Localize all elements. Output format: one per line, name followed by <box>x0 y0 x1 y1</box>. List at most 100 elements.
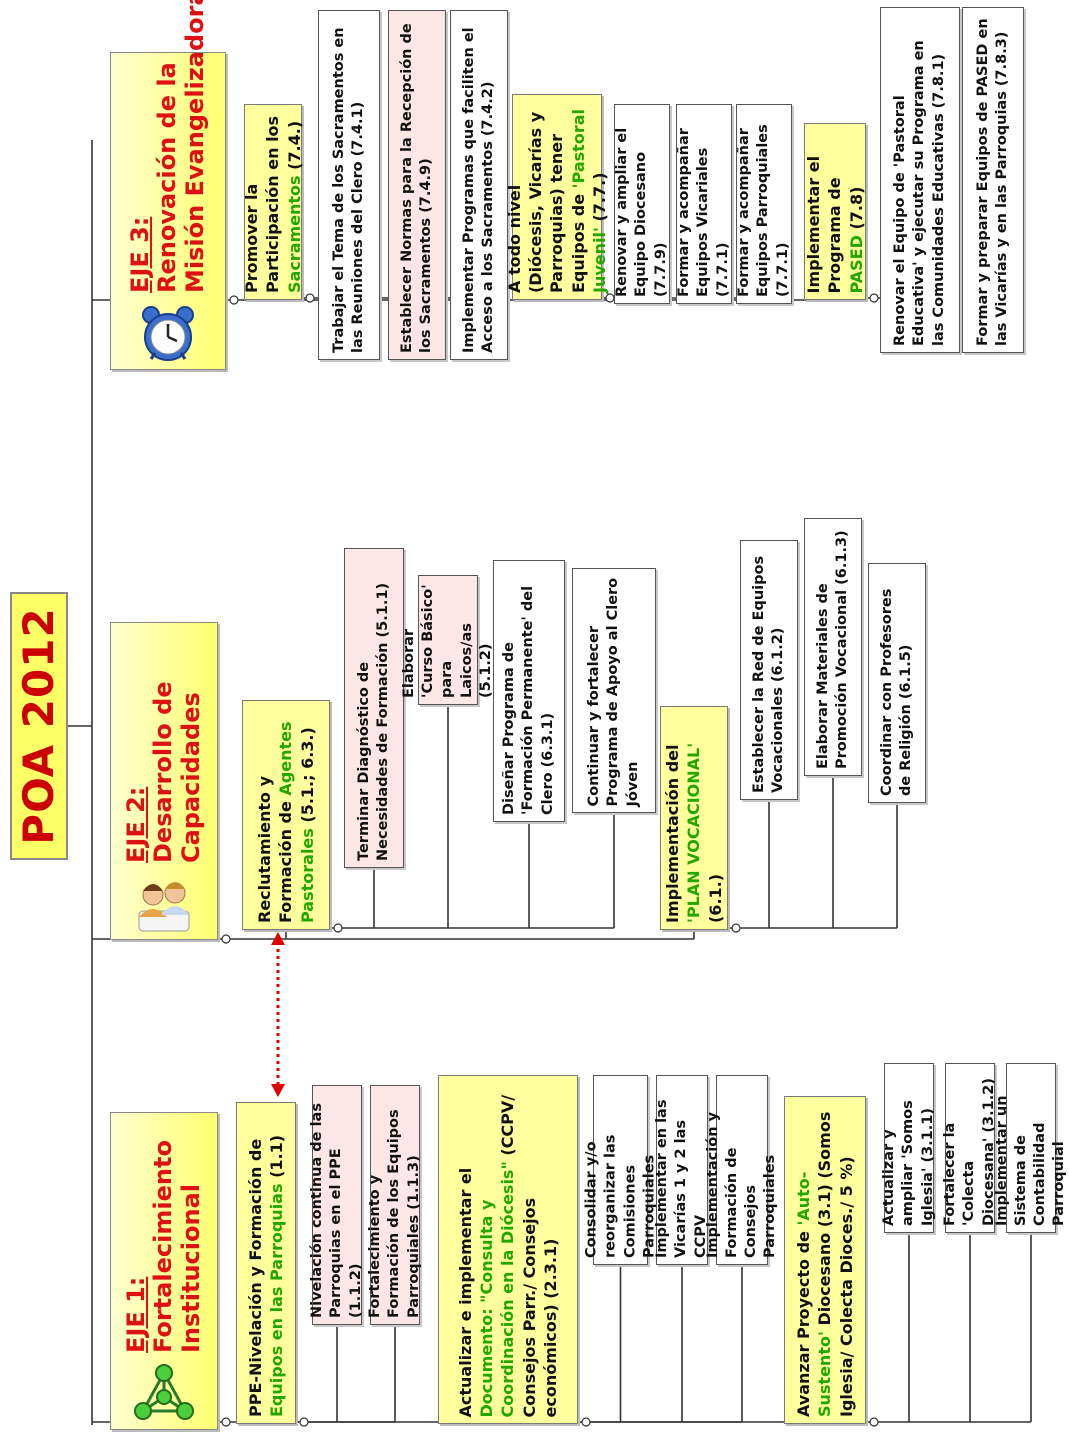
objective-highlight-text: PASED <box>846 234 866 293</box>
action-box[interactable]: Renovar y ampliar el Equipo Diocesano (7… <box>614 104 670 304</box>
action-box[interactable]: Renovar el Equipo de 'Pastoral Educativa… <box>880 7 960 353</box>
action-box[interactable]: Fortalecer la 'Colecta Diocesana' (3.1.2… <box>942 1063 997 1233</box>
eje-name-line: Renovación de la <box>153 62 182 293</box>
action-box[interactable]: Fortalecimiento y Formación de los Equip… <box>367 1085 422 1325</box>
action-text: Elaborar 'Curso Básico' para Laicos/as (… <box>401 584 494 698</box>
action-box[interactable]: Coordinar con Profesores de Religión (6.… <box>868 563 926 803</box>
collapse-knob-icon[interactable] <box>581 1417 591 1427</box>
objective-highlight-text: 'PLAN VOCACIONAL' <box>684 742 704 923</box>
collapse-knob-icon[interactable] <box>333 923 343 933</box>
arrowhead-icon <box>271 1084 285 1097</box>
collapse-knob-icon[interactable] <box>229 295 239 305</box>
objective-text: Actualizar e implementar el <box>456 1167 476 1417</box>
objective-highlight-text: Sacramentos <box>284 175 304 293</box>
action-box[interactable]: Implementar en las Vicarías 1 y 2 las CC… <box>654 1075 709 1265</box>
objective-highlight-text: Equipos en las Parroquias <box>267 1183 286 1418</box>
objective-box[interactable]: Implementación del 'PLAN VOCACIONAL' (6.… <box>660 706 728 930</box>
objective-text: (7.4.) <box>284 120 304 176</box>
action-text: Implementación y Formación de Consejos P… <box>704 1111 779 1258</box>
action-box[interactable]: Terminar Diagnóstico de Necesidades de F… <box>344 548 404 868</box>
action-text: Elaborar Materiales de Promoción Vocacio… <box>814 530 850 769</box>
action-box[interactable]: Nivelación continua de las Parroquias en… <box>309 1085 364 1325</box>
action-text: Coordinar con Profesores de Religión (6.… <box>878 588 914 796</box>
action-text: Establecer Normas para la Recepción de l… <box>398 23 434 353</box>
objective-text: Implementación del <box>663 744 683 923</box>
objective-box[interactable]: PPE-Nivelación y Formación de Equipos en… <box>236 1102 296 1424</box>
objective-box[interactable]: Implementar el Programa de PASED (7.8) <box>804 123 866 300</box>
eje-name-line: Fortalecimiento <box>149 1140 178 1353</box>
objective-text: Promover la Participación en los <box>242 115 283 293</box>
eje-name-line: Desarrollo de <box>149 681 178 863</box>
page-title-text: POA 2012 <box>14 607 64 845</box>
action-text: Formar y acompañar Equipos Parroquiales … <box>736 124 791 297</box>
objective-text: Reclutamiento y Formación de <box>255 775 296 923</box>
action-text: Renovar el Equipo de 'Pastoral Educativa… <box>892 40 947 346</box>
objective-text: PPE-Nivelación y Formación de <box>245 1138 265 1417</box>
eje-label: EJE 1: <box>121 1276 150 1353</box>
objective-text: (7.8) <box>846 186 866 235</box>
action-text: Fortalecimiento y Formación de los Equip… <box>367 1109 422 1318</box>
eje-name-line: Misión Evangelizadora <box>180 0 209 293</box>
action-text: Terminar Diagnóstico de Necesidades de F… <box>355 582 391 861</box>
action-text: Nivelación continua de las Parroquias en… <box>309 1103 364 1318</box>
action-box[interactable]: Consolidar y/o reorganizar las Comisione… <box>583 1075 657 1265</box>
eje-name-line: Institucional <box>176 1183 205 1353</box>
action-box[interactable]: Formar y preparar Equipos de PASED en la… <box>962 7 1024 353</box>
collapse-knob-icon[interactable] <box>305 293 315 303</box>
eje-name-line: Capacidades <box>176 692 205 863</box>
objective-box[interactable]: Actualizar e implementar el Documento: "… <box>438 1075 578 1424</box>
action-box[interactable]: Formar y acompañar Equipos Vicariales (7… <box>676 104 732 304</box>
action-text: Fortalecer la 'Colecta Diocesana' (3.1.2… <box>942 1078 997 1226</box>
action-box[interactable]: Establecer Normas para la Recepción de l… <box>388 10 446 360</box>
arrowhead-icon <box>271 932 285 945</box>
action-text: Formar y preparar Equipos de PASED en la… <box>974 18 1010 346</box>
objective-highlight-text: Documento: "Consulta y Coordinación en l… <box>477 1160 518 1417</box>
collapse-knob-icon[interactable] <box>221 934 231 944</box>
objective-text: (1.1) <box>267 1134 286 1184</box>
objective-text: Implementar el Programa de <box>804 155 845 293</box>
action-text: Renovar y ampliar el Equipo Diocesano (7… <box>614 127 669 297</box>
objective-box[interactable]: Reclutamiento y Formación de Agentes Pas… <box>242 700 330 930</box>
objective-box[interactable]: Promover la Participación en los Sacrame… <box>242 104 304 300</box>
eje-label: EJE 3: <box>125 216 154 293</box>
action-box[interactable]: Diseñar Programa de 'Formación Permanent… <box>493 560 565 822</box>
objective-text: Avanzar Proyecto de <box>794 1225 814 1417</box>
collapse-knob-icon[interactable] <box>731 923 741 933</box>
collapse-knob-icon[interactable] <box>299 1417 309 1427</box>
action-box[interactable]: Continuar y fortalecer Programa de Apoyo… <box>572 568 656 813</box>
action-box[interactable]: Implementar un Sistema de Contabilidad P… <box>994 1063 1067 1233</box>
objective-text: (6.1.) <box>705 873 725 923</box>
collapse-knob-icon[interactable] <box>869 293 879 303</box>
action-text: Trabajar el Tema de los Sacramentos en l… <box>330 27 366 353</box>
collapse-knob-icon[interactable] <box>869 1417 879 1427</box>
action-box[interactable]: Establecer la Red de Equipos Vocacionale… <box>740 540 798 800</box>
objective-box[interactable]: A todo nivel (Diócesis, Vicarías y Parro… <box>505 94 609 300</box>
objective-text: (5.1.; 6.3.) <box>297 727 317 829</box>
action-box[interactable]: Elaborar 'Curso Básico' para Laicos/as (… <box>401 575 494 705</box>
objective-text: (7.7.) <box>589 172 609 228</box>
action-box[interactable]: Trabajar el Tema de los Sacramentos en l… <box>318 10 380 360</box>
people-icon <box>133 873 195 935</box>
alarm-clock-icon <box>137 303 199 365</box>
action-text: Diseñar Programa de 'Formación Permanent… <box>501 585 556 815</box>
action-text: Formar y acompañar Equipos Vicariales (7… <box>676 128 731 297</box>
action-text: Implementar en las Vicarías 1 y 2 las CC… <box>654 1099 709 1258</box>
action-text: Implementar un Sistema de Contabilidad P… <box>993 1095 1068 1226</box>
collapse-knob-icon[interactable] <box>221 1417 231 1427</box>
action-text: Actualizar y ampliar 'Somos Iglesia' (3.… <box>881 1100 936 1226</box>
action-box[interactable]: Formar y acompañar Equipos Parroquiales … <box>736 104 792 304</box>
action-box[interactable]: Implementación y Formación de Consejos P… <box>705 1075 778 1265</box>
action-text: Consolidar y/o reorganizar las Comisione… <box>583 1134 657 1258</box>
action-box[interactable]: Implementar Programas que faciliten el A… <box>450 10 508 360</box>
action-box[interactable]: Elaborar Materiales de Promoción Vocacio… <box>804 518 862 776</box>
action-box[interactable]: Actualizar y ampliar 'Somos Iglesia' (3.… <box>881 1063 936 1233</box>
objective-box[interactable]: Avanzar Proyecto de 'Auto-Sustento' Dioc… <box>784 1096 866 1424</box>
